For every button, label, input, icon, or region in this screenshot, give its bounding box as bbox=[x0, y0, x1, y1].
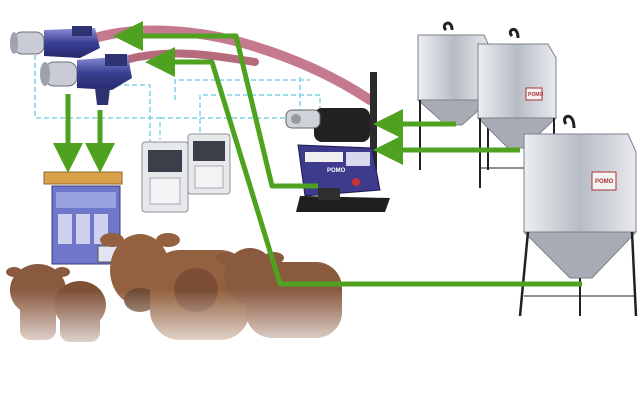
cattle-group bbox=[0, 233, 360, 360]
feed-mixer-icon: POMO bbox=[285, 72, 390, 212]
auger-motor-icon bbox=[40, 54, 132, 105]
machine-badge: POMO bbox=[327, 168, 346, 174]
control-panel-icon bbox=[141, 141, 189, 213]
cattle-feeder bbox=[43, 171, 123, 265]
control-panel-2 bbox=[187, 133, 231, 195]
silo-badge-middle: POMO bbox=[528, 92, 543, 98]
arrow-silo-front-to-motor-2 bbox=[145, 47, 582, 287]
arrow-mixer-to-motor-1 bbox=[113, 21, 318, 189]
control-panel-icon bbox=[187, 133, 231, 195]
feed-mixer: POMO bbox=[285, 72, 390, 212]
feed-silo-icon: POMO bbox=[476, 28, 558, 188]
feed-tube-top bbox=[90, 25, 375, 105]
control-panel-1 bbox=[141, 141, 189, 213]
cattle-feeder-icon bbox=[43, 171, 123, 265]
silo-front: POMO bbox=[518, 114, 638, 317]
silo-badge-front: POMO bbox=[595, 179, 614, 185]
flow-arrows bbox=[53, 21, 582, 287]
auger-motor-1 bbox=[10, 26, 100, 58]
auger-motor-icon bbox=[10, 26, 100, 58]
cattle-fade bbox=[0, 290, 360, 360]
feed-silo-icon: POMO bbox=[518, 114, 638, 317]
silo-middle: POMO bbox=[476, 28, 558, 188]
auger-motor-2 bbox=[40, 54, 132, 105]
